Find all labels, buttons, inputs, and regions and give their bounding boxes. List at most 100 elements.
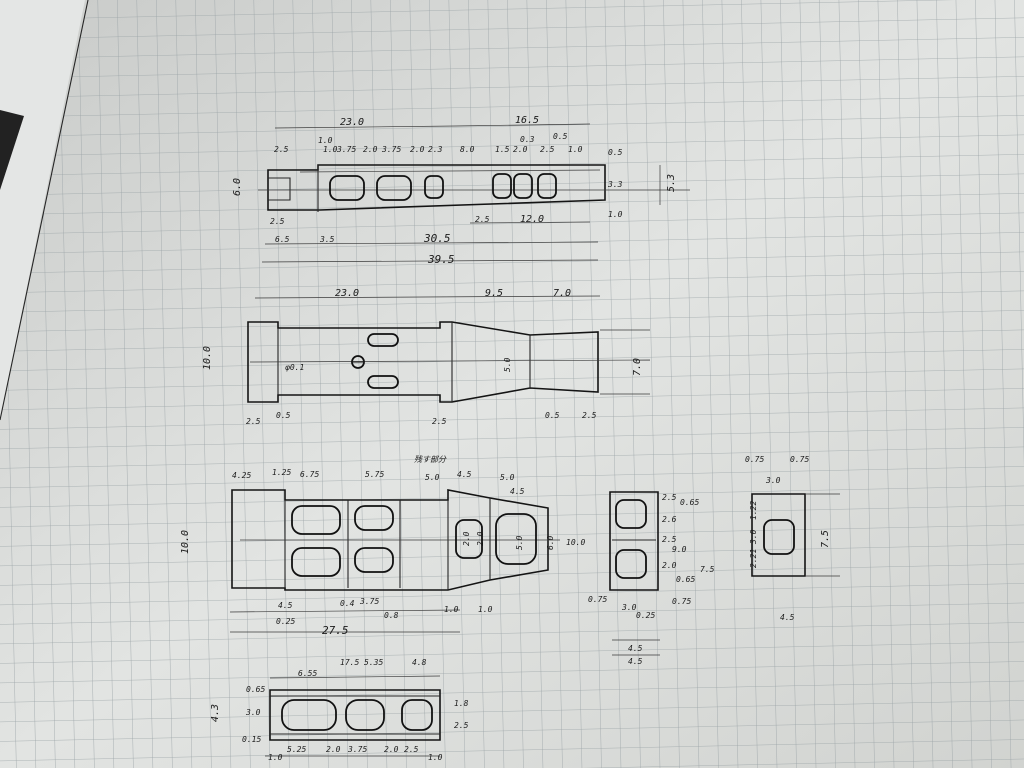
v6-l-0: 0.65	[246, 685, 265, 694]
v2-left-h: 10.0	[202, 346, 213, 370]
v3-in-1: 2.0	[476, 531, 485, 546]
v1-r1-0: 2.5	[274, 145, 289, 154]
v4-r-7: 7.5	[700, 565, 715, 574]
v4-r-5: 2.0	[662, 561, 677, 570]
v2-top-a: 23.0	[335, 288, 359, 299]
v3-bot-3: 3.75	[359, 597, 379, 606]
v3-overall: 27.5	[322, 624, 349, 637]
v1-side-2: 1.0	[608, 210, 623, 219]
v5-s-1: 3.0	[749, 529, 758, 545]
v4-b-2: 0.25	[636, 611, 655, 620]
v3-in-0: 2.0	[462, 531, 471, 546]
v1-top-a: 1.0	[318, 136, 333, 145]
v6-top-1: 5.35	[364, 658, 383, 667]
v2-bot-e: 2.5	[582, 411, 597, 420]
v3-top-3: 5.75	[365, 470, 384, 479]
v5-s-0: 1.22	[749, 501, 758, 520]
v3-top-1: 1.25	[272, 468, 291, 477]
v3-bot-1: 0.25	[276, 617, 295, 626]
v1-r1-10: 0.3	[520, 135, 535, 144]
v5-bot: 4.5	[780, 613, 795, 622]
view-4-end-section: 2.5 0.65 2.6 2.5 9.0 2.0 0.65 7.5 0.75 3…	[588, 491, 715, 666]
v2-right-h: 7.0	[632, 358, 643, 376]
v6-l-2: 0.15	[242, 735, 261, 744]
v3-top-2: 6.75	[300, 470, 319, 479]
v3-top-6: 5.0	[500, 473, 515, 482]
v3-note: 残す部分	[414, 455, 447, 464]
v6-b-4: 2.0	[384, 745, 399, 754]
v5-s-2: 2.21	[749, 549, 758, 568]
v1-r1-1: 1.0	[323, 145, 338, 154]
v1-r1-3: 2.0	[363, 145, 378, 154]
v6-r-0: 1.8	[454, 699, 469, 708]
v2-bot-d: 0.5	[545, 411, 560, 420]
v5-top-1: 0.75	[790, 455, 809, 464]
v4-r-0: 2.5	[662, 493, 677, 502]
v1-r1-7: 8.0	[460, 145, 475, 154]
v1-side-0: 0.5	[608, 148, 623, 157]
v1-bot-f: 30.5	[423, 232, 451, 245]
v1-r1-6: 2.3	[428, 145, 443, 154]
v4-r-4: 9.0	[672, 545, 687, 554]
dark-edge	[0, 110, 24, 190]
view-1-side-profile: 23.0 16.5 1.0 2.5 1.0 3.75 2.0 3.75 2.0 …	[232, 115, 690, 266]
v4-b-1: 0.75	[672, 597, 691, 606]
paper-edge	[0, 0, 89, 421]
v1-overall: 39.5	[427, 253, 455, 266]
v4-b-0: 3.0	[621, 603, 637, 612]
v6-l-1: 3.0	[245, 708, 261, 717]
v2-mid-note: φ0.1	[285, 363, 304, 372]
v2-top-c: 7.0	[553, 288, 571, 299]
v3-top-7: 4.5	[510, 487, 525, 496]
v3-bot-5: 1.0	[444, 605, 459, 614]
v4-r-3: 2.5	[662, 535, 677, 544]
v1-r1-8: 1.5	[495, 145, 510, 154]
v3-bot-2: 0.4	[340, 599, 355, 608]
v6-top-0: 17.5	[340, 658, 359, 667]
v5-top-2: 3.0	[765, 476, 781, 485]
v4-b-4: 4.5	[628, 657, 643, 666]
v4-r-1: 0.65	[680, 498, 699, 507]
v3-in-3: 6.0	[546, 535, 555, 550]
v4-b-3: 4.5	[628, 644, 643, 653]
v1-bot-d: 6.5	[275, 235, 290, 244]
v1-bot-c: 12.0	[520, 214, 544, 225]
v5-top-0: 0.75	[745, 455, 764, 464]
v2-top-b: 9.5	[485, 288, 503, 299]
v3-top-5: 4.5	[457, 470, 472, 479]
v1-side-1: 3.3	[607, 180, 623, 189]
v4-r-6: 0.65	[676, 575, 695, 584]
v6-r-1: 2.5	[454, 721, 469, 730]
v3-top-0: 4.25	[232, 471, 251, 480]
v6-b-3: 3.75	[347, 745, 367, 754]
v1-r1-5: 2.0	[410, 145, 425, 154]
v2-bot-a: 2.5	[246, 417, 261, 426]
v6-b-2: 2.0	[326, 745, 341, 754]
v1-r1-9: 2.0	[513, 145, 528, 154]
view-6-bottom-section: 17.5 5.35 4.8 6.55 0.65 3.0 0.15 4.3 1.8…	[210, 658, 469, 762]
v1-r1-13: 1.0	[568, 145, 583, 154]
v1-r1-12: 0.5	[553, 132, 568, 141]
v5-s-3: 7.5	[820, 530, 831, 548]
v6-b-5: 2.5	[404, 745, 419, 754]
v4-left: 0.75	[588, 595, 607, 604]
v2-bot-c: 2.5	[432, 417, 447, 426]
v3-bot-0: 4.5	[278, 601, 293, 610]
v1-top-total: 23.0	[340, 117, 364, 128]
v1-left-h: 6.0	[232, 178, 243, 196]
v1-r1-4: 3.75	[381, 145, 401, 154]
view-2-top-plan: 23.0 9.5 7.0 10.0 7.0 5.0 φ0.1 2.5 0.5 2…	[202, 288, 651, 426]
v1-right-h: 5.3	[666, 174, 677, 192]
v1-bot-a: 2.5	[270, 217, 285, 226]
v6-l-3: 4.3	[210, 704, 221, 722]
v2-mid-h: 5.0	[503, 357, 512, 372]
view-3-front-section: 4.25 1.25 6.75 5.75 5.0 4.5 5.0 4.5 残す部分…	[180, 455, 585, 637]
v1-bot-e: 3.5	[319, 235, 335, 244]
v3-left-h: 10.0	[180, 530, 191, 554]
v1-top-right: 16.5	[515, 115, 539, 126]
v3-in-2: 5.0	[515, 535, 524, 550]
v3-in-4: 10.0	[566, 538, 585, 547]
view-5-end-view: 0.75 0.75 3.0 1.22 3.0 2.21 7.5 4.5	[745, 455, 840, 622]
